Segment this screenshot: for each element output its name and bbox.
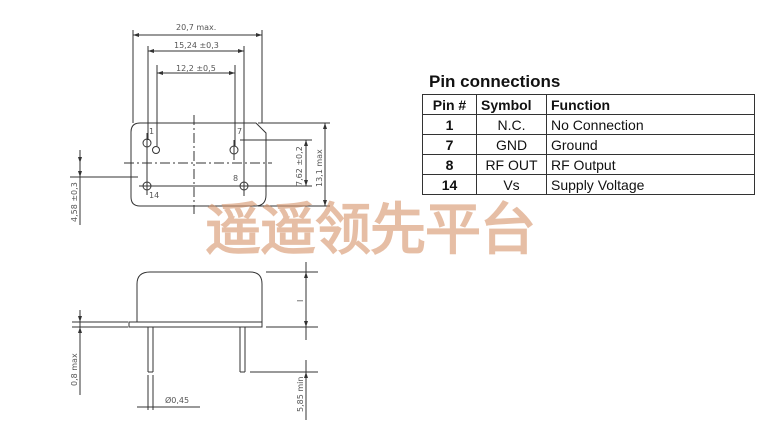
dim-side-offset: 4,58 ±0,3 [70,182,79,222]
table-header-row: Pin # Symbol Function [422,94,755,115]
header-pin: Pin # [422,94,477,115]
cell-pin: 8 [422,154,477,175]
cell-function: Supply Voltage [546,174,755,195]
pin-label-7: 7 [237,127,242,136]
header-symbol: Symbol [476,94,547,115]
pin-label-1: 1 [149,127,154,136]
dim-overall-width: 20,7 max. [176,23,216,32]
pin-label-8: 8 [233,174,238,183]
dim-pin-span-outer: 15,24 ±0,3 [174,41,219,50]
dim-standoff: 0,8 max [70,353,79,386]
header-function: Function [546,94,755,115]
table-row: 8 RF OUT RF Output [422,154,755,175]
package-base [128,321,263,328]
cell-function: No Connection [546,114,755,135]
table-row: 14 Vs Supply Voltage [422,174,755,195]
dim-pin-pitch-vertical: 7,62 ±0,2 [295,146,304,186]
dim-pin-span-inner: 12,2 ±0,5 [176,64,216,73]
cell-function: Ground [546,134,755,155]
cell-symbol: GND [476,134,547,155]
dim-pin-diameter: Ø0,45 [165,395,189,405]
pin-connections-table: Pin # Symbol Function 1 N.C. No Connecti… [422,94,755,195]
cell-pin: 1 [422,114,477,135]
pin-connections-title: Pin connections [429,72,561,91]
dim-overall-height: 13,1 max [315,149,324,187]
watermark-text: 遥遥领先平台 [205,198,536,263]
dim-lead-length: 5,85 min [296,377,305,412]
cell-symbol: Vs [476,174,547,195]
package-outline-side [136,271,263,322]
pin-label-14: 14 [149,191,159,200]
pin-1-marker [152,146,160,154]
cell-function: RF Output [546,154,755,175]
cell-pin: 7 [422,134,477,155]
dim-body-height: I [296,300,305,302]
cell-symbol: RF OUT [476,154,547,175]
table-row: 7 GND Ground [422,134,755,155]
cell-symbol: N.C. [476,114,547,135]
table-row: 1 N.C. No Connection [422,114,755,135]
package-outline-top [130,122,267,207]
